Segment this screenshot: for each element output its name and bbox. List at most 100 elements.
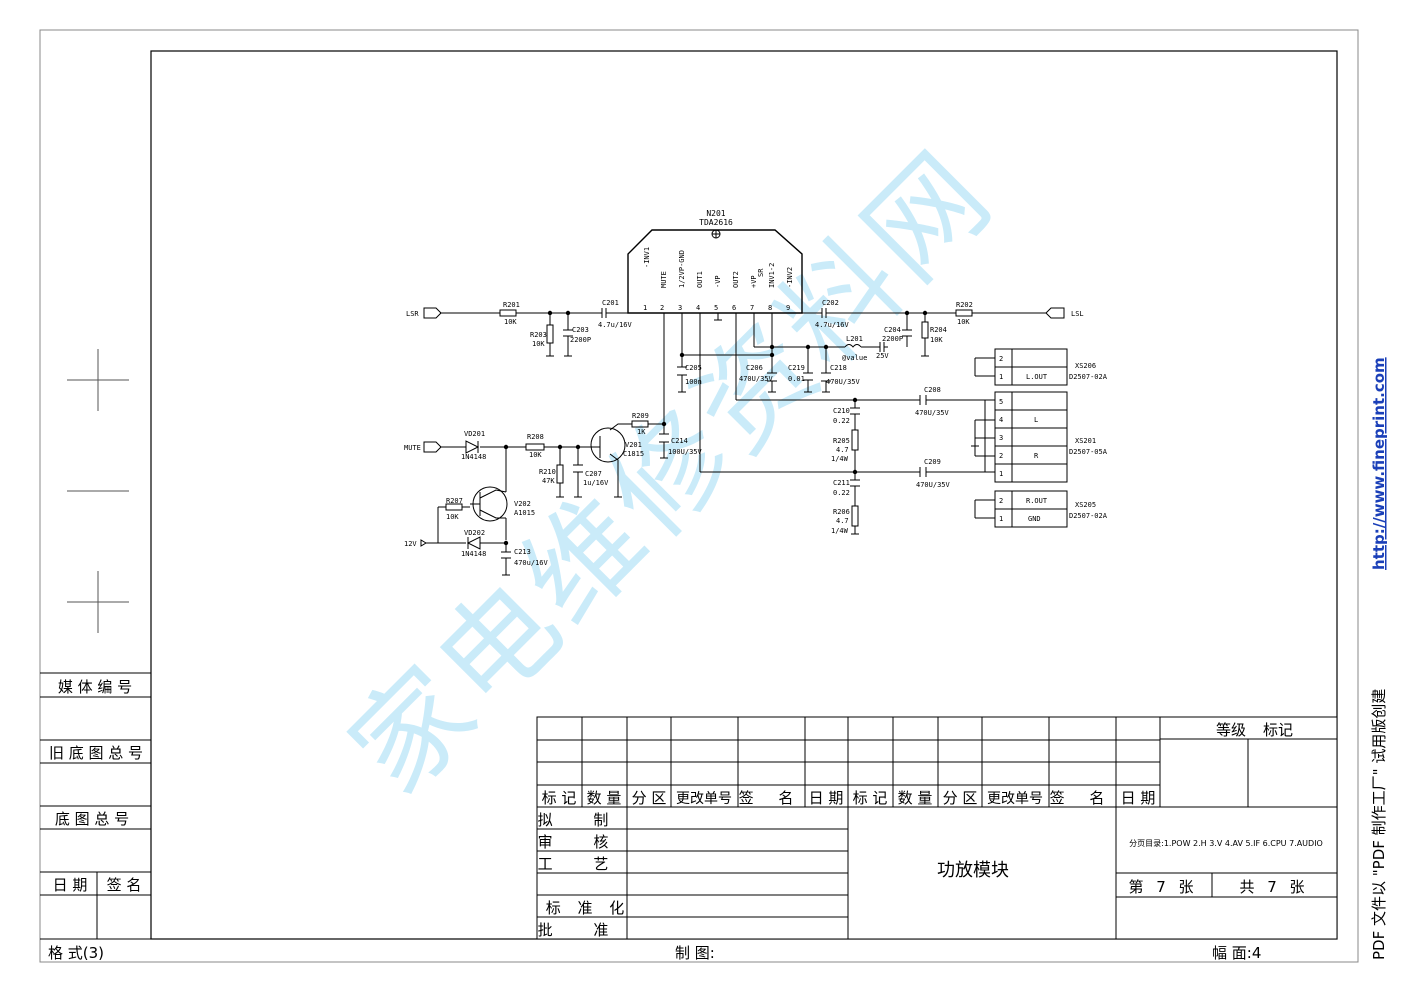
- xs205-part: D2507-02A: [1069, 512, 1108, 520]
- r206-power: 1/4W: [831, 527, 849, 535]
- xs201-pin-1: 1: [999, 470, 1003, 478]
- vd202-value: 1N4148: [461, 550, 486, 558]
- r201-ref: R201: [503, 301, 520, 309]
- c204-value: 2200P: [882, 335, 903, 343]
- diodes: [465, 440, 481, 550]
- c218-ref: C218: [830, 364, 847, 372]
- r205-power: 1/4W: [831, 455, 849, 463]
- drawn-by-label: 制 图:: [675, 944, 715, 962]
- v202-symbol: [472, 486, 508, 522]
- v12-label: 12V: [404, 540, 417, 548]
- creator-credit: PDF 文件以 "PDF 制作工厂" 试用版创建: [1370, 689, 1388, 960]
- pin-name-7: +VP: [750, 275, 758, 288]
- pin-num-7: 7: [750, 304, 754, 312]
- vd202-ref: VD202: [464, 529, 485, 537]
- rev-col-zone-2: 分 区: [943, 789, 978, 807]
- rev-col-sign-1: 签 名: [739, 789, 804, 807]
- page-index: 分页目录:1.POW 2.H 3.V 4.AV 5.IF 6.CPU 7.AUD…: [1129, 839, 1323, 848]
- fold-marks: [67, 349, 129, 633]
- capacitors: [501, 308, 932, 559]
- rev-col-change-1: 更改单号: [676, 791, 732, 807]
- signature-label: 签 名: [107, 876, 142, 894]
- xs201-r: R: [1034, 452, 1039, 460]
- sheet-number: 第 7 张: [1128, 878, 1197, 896]
- c214-value: 100U/35V: [668, 448, 703, 456]
- c211-ref: C211: [833, 479, 850, 487]
- c213-ref: C213: [514, 548, 531, 556]
- r208-body: [525, 443, 545, 451]
- pin-name-9: -INV2: [786, 267, 794, 288]
- ic-part: TDA2616: [699, 218, 733, 227]
- pin-num-3: 3: [678, 304, 682, 312]
- r202-value: 10K: [957, 318, 970, 326]
- base-number-label: 底 图 总 号: [55, 810, 129, 828]
- c203-ref: C203: [572, 326, 589, 334]
- rev-col-qty-1: 数 量: [587, 789, 622, 807]
- rev-col-date-1: 日 期: [809, 789, 844, 807]
- c208-ref: C208: [924, 386, 941, 394]
- grade-label: 等级: [1216, 721, 1246, 739]
- xs205-gnd: GND: [1028, 515, 1041, 523]
- c213-value: 470u/16V: [514, 559, 549, 567]
- rev-col-zone-1: 分 区: [632, 789, 667, 807]
- sheet-size-label: 幅 面:4: [1212, 944, 1261, 962]
- xs206-part: D2507-02A: [1069, 373, 1108, 381]
- r206-ref: R206: [833, 508, 850, 516]
- c207-ref: C207: [585, 470, 602, 478]
- xs201-part: D2507-05A: [1069, 448, 1108, 456]
- xs201-pin-2: 2: [999, 452, 1003, 460]
- c204-ref: C204: [884, 326, 901, 334]
- c214-ref: C214: [671, 437, 688, 445]
- c203-value: 2200P: [570, 336, 591, 344]
- title-block: 标 记 数 量 分 区 更改单号 签 名 日 期 标 记 数 量 分 区 更改单…: [536, 716, 1338, 940]
- xs201-ref: XS201: [1075, 437, 1096, 445]
- c206-value: 470U/35V: [739, 375, 774, 383]
- r209-body: [631, 420, 649, 428]
- mark-label: 标记: [1263, 721, 1293, 739]
- rev-col-qty-2: 数 量: [898, 789, 933, 807]
- xs206-ref: XS206: [1075, 362, 1096, 370]
- xs201-pin-3: 3: [999, 434, 1003, 442]
- media-number-label: 媒 体 编 号: [58, 678, 132, 696]
- r201-value: 10K: [504, 318, 517, 326]
- c205-value: 100n: [685, 378, 702, 386]
- pin-num-5: 5: [714, 304, 718, 312]
- c207-value: 1u/16V: [583, 479, 609, 487]
- xs205-pin-2: 2: [999, 497, 1003, 505]
- pin-name-3: 1/2VP-GND: [678, 250, 686, 288]
- transistors: [472, 427, 626, 522]
- r207-body: [445, 503, 463, 511]
- r206-value: 4.7: [836, 517, 849, 525]
- sheet-total: 共 7 张: [1239, 878, 1308, 896]
- v25-label: 25V: [876, 352, 889, 360]
- pin-name-4: OUT1: [696, 271, 704, 288]
- pin-num-6: 6: [732, 304, 736, 312]
- date-label: 日 期: [53, 876, 88, 894]
- fineprint-link[interactable]: http://www.fineprint.com: [1370, 357, 1388, 570]
- mute-port: [423, 441, 442, 453]
- l201-value: @value: [842, 354, 867, 362]
- ports: [420, 307, 1065, 547]
- xs205-pin-1: 1: [999, 515, 1003, 523]
- l201-ref: L201: [846, 335, 863, 343]
- role-standardization: 标 准 化: [546, 899, 631, 917]
- r206-body: [851, 505, 859, 527]
- r205-value: 4.7: [836, 446, 849, 454]
- r202-ref: R202: [956, 301, 973, 309]
- lsl-port: [1045, 307, 1065, 319]
- xs201-l: L: [1034, 416, 1038, 424]
- r208-value: 10K: [529, 451, 542, 459]
- amplifier-schematic: N201 TDA2616 -INV1 MUTE 1/2VP-GND OUT1 -…: [404, 209, 1108, 576]
- xs205-ref: XS205: [1075, 501, 1096, 509]
- v202-value: A1015: [514, 509, 535, 517]
- c202-value: 4.7u/16V: [815, 321, 850, 329]
- vd202-symbol: [466, 536, 481, 550]
- pin-num-2: 2: [660, 304, 664, 312]
- c219-value: 0.01: [788, 375, 805, 383]
- junctions: [503, 310, 928, 546]
- pin-num-8: 8: [768, 304, 772, 312]
- r209-ref: R209: [632, 412, 649, 420]
- c206-ref: C206: [746, 364, 763, 372]
- pin-name-1: -INV1: [643, 247, 651, 268]
